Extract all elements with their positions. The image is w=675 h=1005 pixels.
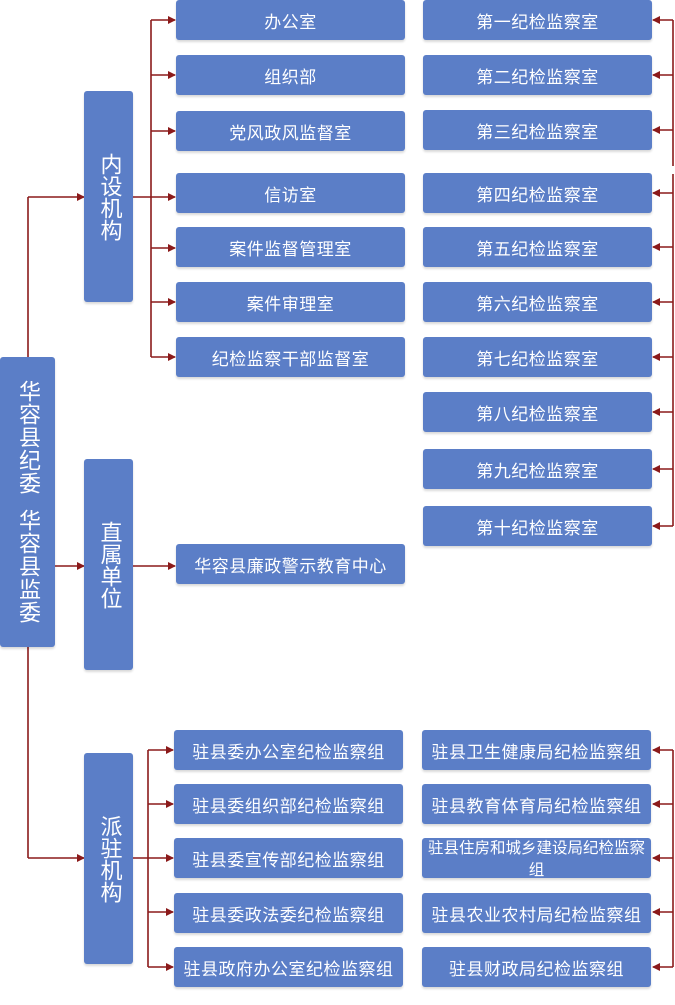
internal-right-node: 第四纪检监察室 (423, 173, 652, 213)
internal-right-node: 第三纪检监察室 (423, 110, 652, 150)
node-label: 驻县委组织部纪检监察组 (192, 796, 385, 817)
node-label: 组织部 (264, 67, 317, 88)
node-label: 纪检监察干部监督室 (211, 349, 370, 370)
node-label: 第六纪检监察室 (476, 294, 599, 315)
node-label: 驻县政府办公室纪检监察组 (183, 959, 394, 980)
direct-unit-node: 华容县廉政警示教育中心 (176, 544, 405, 584)
root-line-1: 华容县纪委 (15, 380, 40, 495)
internal-right-node: 第二纪检监察室 (423, 55, 652, 95)
node-label: 第二纪检监察室 (476, 67, 599, 88)
internal-left-node: 党风政风监督室 (176, 111, 405, 151)
root-node: 华容县纪委 华容县监委 (0, 357, 55, 647)
dispatched-right-node: 驻县农业农村局纪检监察组 (422, 893, 651, 933)
internal-right-node: 第十纪检监察室 (423, 506, 652, 546)
node-label: 案件审理室 (246, 294, 335, 315)
node-label: 党风政风监督室 (229, 123, 352, 144)
group-dispatched-label: 派驻机构 (96, 814, 122, 903)
dispatched-left-node: 驻县委组织部纪检监察组 (174, 784, 403, 824)
node-label: 第十纪检监察室 (476, 518, 599, 539)
node-label: 驻县住房和城乡建设局纪检监察组 (427, 839, 645, 879)
dispatched-left-node: 驻县委政法委纪检监察组 (174, 893, 403, 933)
dispatched-right-node: 驻县教育体育局纪检监察组 (422, 784, 651, 824)
root-line-2: 华容县监委 (15, 509, 40, 624)
node-label: 案件监督管理室 (229, 239, 352, 260)
node-label: 驻县委政法委纪检监察组 (192, 905, 385, 926)
node-label: 驻县农业农村局纪检监察组 (431, 905, 642, 926)
group-internal-label: 内设机构 (96, 152, 122, 241)
internal-left-node: 案件审理室 (176, 282, 405, 322)
dispatched-left-node: 驻县政府办公室纪检监察组 (174, 947, 403, 987)
node-label: 办公室 (264, 12, 317, 33)
internal-right-node: 第七纪检监察室 (423, 337, 652, 377)
group-direct: 直属单位 (84, 459, 133, 670)
dispatched-left-node: 驻县委宣传部纪检监察组 (174, 838, 403, 878)
node-label: 驻县财政局纪检监察组 (449, 959, 624, 980)
internal-left-node: 信访室 (176, 173, 405, 213)
node-label: 驻县委办公室纪检监察组 (192, 742, 385, 763)
group-dispatched: 派驻机构 (84, 753, 133, 964)
internal-left-node: 组织部 (176, 55, 405, 95)
node-label: 信访室 (264, 185, 317, 206)
dispatched-right-node: 驻县住房和城乡建设局纪检监察组 (422, 838, 651, 879)
internal-right-node: 第九纪检监察室 (423, 449, 652, 489)
internal-right-node: 第一纪检监察室 (423, 0, 652, 40)
node-label: 第三纪检监察室 (476, 122, 599, 143)
node-label: 华容县廉政警示教育中心 (194, 556, 387, 577)
internal-left-node: 办公室 (176, 0, 405, 40)
dispatched-right-node: 驻县卫生健康局纪检监察组 (422, 730, 651, 770)
node-label: 第八纪检监察室 (476, 404, 599, 425)
node-label: 第九纪检监察室 (476, 461, 599, 482)
internal-left-node: 纪检监察干部监督室 (176, 337, 405, 377)
internal-right-node: 第六纪检监察室 (423, 282, 652, 322)
node-label: 第一纪检监察室 (476, 12, 599, 33)
dispatched-right-node: 驻县财政局纪检监察组 (422, 947, 651, 987)
node-label: 第七纪检监察室 (476, 349, 599, 370)
group-internal: 内设机构 (84, 91, 133, 302)
node-label: 驻县教育体育局纪检监察组 (431, 796, 642, 817)
group-direct-label: 直属单位 (96, 520, 122, 609)
node-label: 驻县卫生健康局纪检监察组 (431, 742, 642, 763)
node-label: 第四纪检监察室 (476, 185, 599, 206)
node-label: 驻县委宣传部纪检监察组 (192, 850, 385, 871)
node-label: 第五纪检监察室 (476, 239, 599, 260)
internal-right-node: 第八纪检监察室 (423, 392, 652, 432)
internal-left-node: 案件监督管理室 (176, 227, 405, 267)
internal-right-node: 第五纪检监察室 (423, 227, 652, 267)
dispatched-left-node: 驻县委办公室纪检监察组 (174, 730, 403, 770)
